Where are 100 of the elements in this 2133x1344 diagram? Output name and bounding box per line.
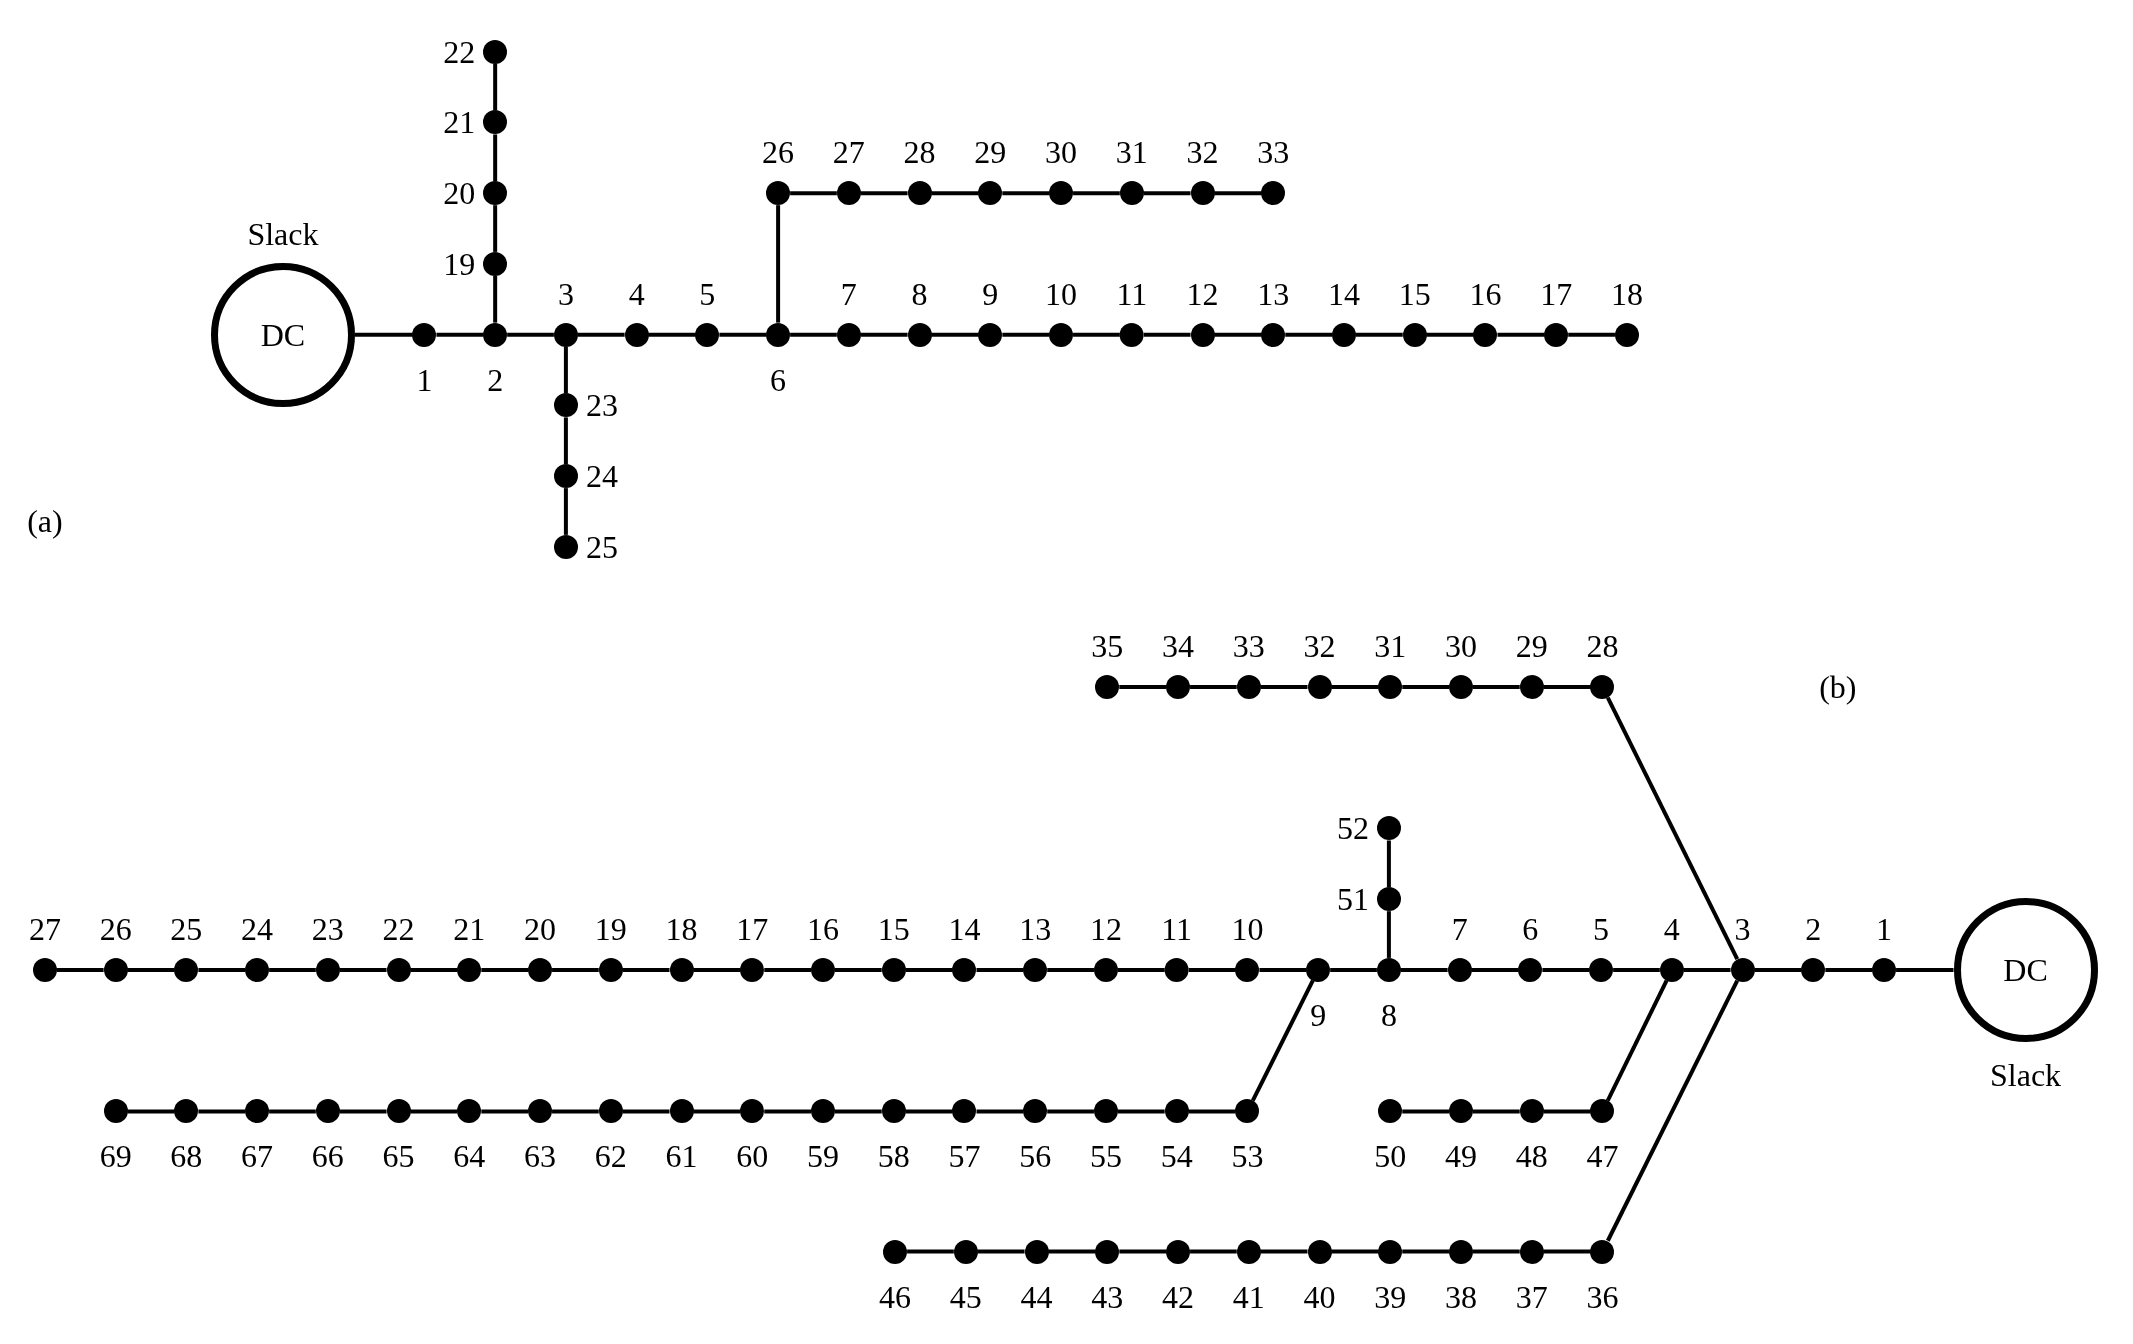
- bus-number: 30: [1045, 135, 1078, 170]
- bus-line: [269, 1109, 316, 1114]
- bus-line: [1285, 332, 1332, 337]
- bus-number: 51: [1336, 882, 1369, 917]
- bus-number: 23: [585, 388, 618, 423]
- bus-number: 26: [762, 135, 795, 170]
- bus-number: 44: [1020, 1279, 1053, 1314]
- source-label: DC: [260, 317, 306, 352]
- bus-line: [719, 332, 767, 337]
- bus-number: 40: [1303, 1279, 1336, 1314]
- bus-line: [790, 332, 837, 337]
- bus-line: [776, 205, 781, 323]
- bus-line: [577, 332, 625, 337]
- bus-line: [339, 1109, 387, 1114]
- bus-number: 6: [1522, 911, 1539, 946]
- bus-line: [1473, 684, 1520, 689]
- bus-line: [563, 488, 568, 535]
- bus-number: 2: [487, 362, 504, 397]
- source-label: DC: [2003, 952, 2048, 987]
- bus-number: 25: [170, 911, 203, 946]
- bus-number: 1: [1876, 911, 1893, 946]
- bus-line: [1400, 967, 1448, 972]
- bus-number: 43: [1091, 1279, 1124, 1314]
- bus-number: 15: [877, 911, 910, 946]
- bus-number: 20: [443, 176, 476, 211]
- bus-line: [339, 967, 387, 972]
- bus-line: [1331, 684, 1379, 689]
- bus-line: [1402, 1249, 1449, 1254]
- bus-line: [1543, 1109, 1591, 1114]
- bus-line: [1542, 967, 1590, 972]
- bus-number: 36: [1586, 1279, 1619, 1314]
- bus-number: 9: [1310, 997, 1327, 1032]
- bus-number: 19: [443, 246, 476, 281]
- bus-line: [354, 332, 413, 337]
- slack-label: Slack: [247, 216, 319, 251]
- bus-number: 22: [382, 911, 415, 946]
- bus-line: [56, 967, 104, 972]
- bus-number: 21: [443, 105, 476, 140]
- bus-number: 31: [1115, 135, 1148, 170]
- bus-line: [764, 967, 811, 972]
- bus-line: [1568, 332, 1615, 337]
- bus-number: 60: [736, 1139, 769, 1174]
- bus-number: 29: [1515, 628, 1548, 663]
- bus-number: 58: [877, 1139, 910, 1174]
- bus-number: 27: [832, 135, 865, 170]
- bus-line: [1002, 332, 1050, 337]
- bus-line: [1473, 1109, 1520, 1114]
- bus-line: [1386, 840, 1391, 888]
- bus-line: [1356, 332, 1403, 337]
- bus-line: [1117, 1109, 1165, 1114]
- bus-line: [1426, 332, 1474, 337]
- bus-number: 33: [1257, 135, 1290, 170]
- bus-number: 17: [736, 911, 769, 946]
- bus-line: [563, 346, 568, 394]
- bus-line: [1048, 1249, 1096, 1254]
- bus-line: [481, 1109, 529, 1114]
- bus-number: 18: [1610, 276, 1643, 311]
- bus-line: [1683, 967, 1731, 972]
- bus-line: [1260, 1249, 1308, 1254]
- bus-line: [410, 1109, 458, 1114]
- bus-number: 48: [1515, 1139, 1548, 1174]
- bus-line: [1214, 191, 1262, 196]
- bus-line: [1613, 967, 1660, 972]
- bus-line: [860, 332, 908, 337]
- bus-number: 13: [1257, 276, 1290, 311]
- bus-number: 3: [557, 276, 574, 311]
- bus-number: 24: [585, 459, 618, 494]
- bus-line: [493, 275, 498, 323]
- bus-line: [1471, 967, 1519, 972]
- bus-line: [1330, 967, 1377, 972]
- bus-line: [931, 332, 979, 337]
- bus-line: [1754, 967, 1802, 972]
- bus-number: 50: [1374, 1139, 1407, 1174]
- panel-label: (a): [27, 504, 63, 538]
- bus-line: [563, 417, 568, 465]
- bus-number: 28: [1586, 628, 1619, 663]
- bus-line: [1497, 332, 1545, 337]
- bus-number: 59: [807, 1139, 839, 1174]
- bus-number: 17: [1540, 276, 1573, 311]
- bus-line: [410, 967, 458, 972]
- bus-number: 54: [1160, 1139, 1193, 1174]
- bus-line: [790, 191, 837, 196]
- bus-number: 3: [1734, 911, 1751, 946]
- bus-line: [493, 205, 498, 252]
- slack-label: Slack: [1990, 1057, 2062, 1092]
- bus-number: 1: [416, 362, 433, 397]
- bus-line: [860, 191, 908, 196]
- bus-number: 64: [453, 1139, 486, 1174]
- bus-line: [648, 332, 696, 337]
- bus-line: [1143, 332, 1191, 337]
- bus-number: 4: [628, 276, 645, 311]
- bus-number: 6: [770, 362, 787, 397]
- panel-label: (b): [1819, 669, 1857, 704]
- bus-number: 67: [241, 1139, 274, 1174]
- bus-line: [1251, 979, 1315, 1102]
- bus-number: 16: [1469, 276, 1502, 311]
- bus-line: [1260, 684, 1308, 689]
- bus-line: [977, 1249, 1025, 1254]
- bus-line: [931, 191, 979, 196]
- bus-number: 10: [1231, 911, 1264, 946]
